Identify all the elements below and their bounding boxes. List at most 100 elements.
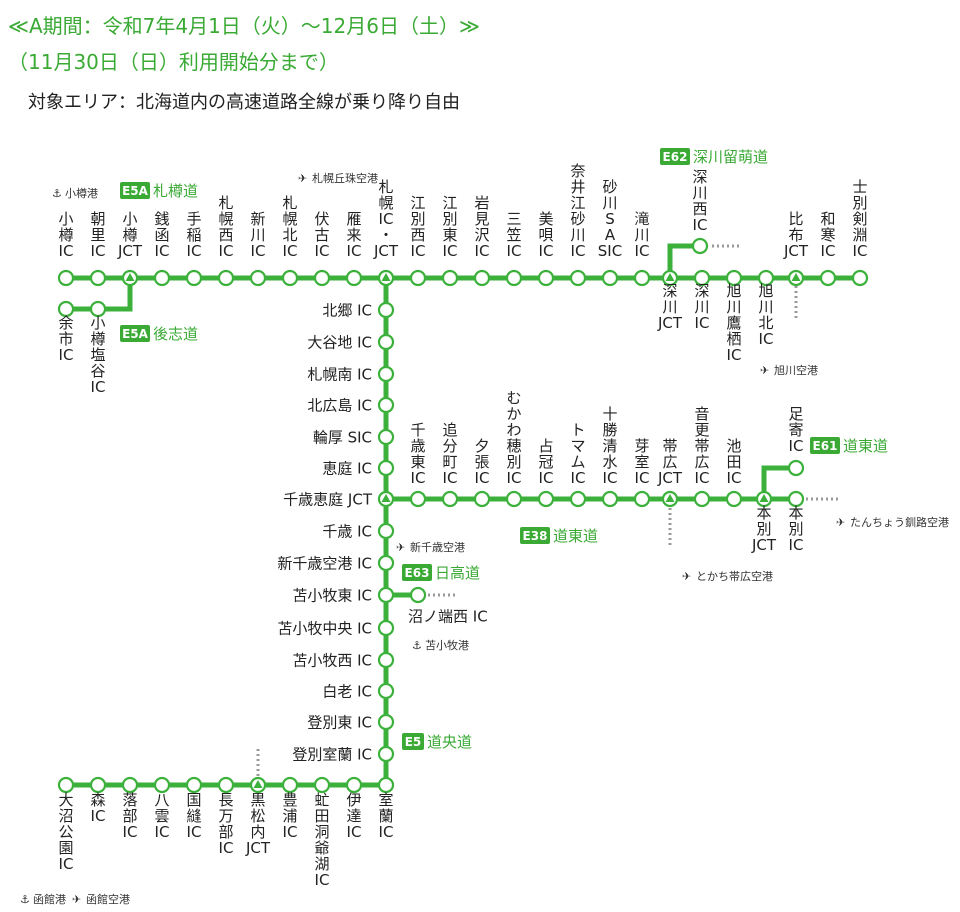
station-label: 白老 IC <box>322 683 372 701</box>
station-label-text: マ <box>570 437 585 455</box>
station-label-text: 園 <box>58 839 73 857</box>
station-label-text: 岩 <box>474 194 489 212</box>
station-label-text: 奈 <box>570 162 585 180</box>
interchange-marker <box>569 490 587 508</box>
station-label-text: IC <box>475 469 490 487</box>
station-label-text: 唄 <box>538 226 553 244</box>
station-label: 千歳恵庭 JCT <box>283 491 373 509</box>
interchange-marker <box>377 396 395 414</box>
station-label-text: JCT <box>751 536 777 554</box>
station-label-text: IC <box>727 346 742 364</box>
station-label-text: 爺 <box>314 839 329 857</box>
route-name: 深川留萌道 <box>693 148 768 166</box>
interchange-marker <box>505 269 523 287</box>
station-label-text: IC <box>251 242 266 260</box>
interchange-marker <box>377 651 395 669</box>
port-name: 函館港 <box>33 892 66 906</box>
period-title: ≪A期間：令和7年4月1日（火）～12月6日（土）≫ <box>8 14 480 38</box>
station-label-text: 川 <box>758 298 773 316</box>
plane-icon: ✈ <box>760 364 769 377</box>
station-label-text: IC <box>59 346 74 364</box>
station-label: 新千歳空港 IC <box>277 555 372 573</box>
station-label-text: 部 <box>122 807 137 825</box>
interchange-marker <box>313 776 331 794</box>
station-label-text: 森 <box>90 791 105 809</box>
station-label-text: 川 <box>602 194 617 212</box>
station-label-text: 寒 <box>820 226 835 244</box>
station-label-text: 塩 <box>90 346 105 364</box>
interchange-marker <box>725 269 743 287</box>
station-label-text: 松 <box>250 807 265 825</box>
station-label-text: ム <box>570 453 585 471</box>
station-label-text: 夕 <box>474 437 489 455</box>
station-label-text: IC <box>727 469 742 487</box>
station-label-text: 剣 <box>852 210 867 228</box>
station-label-text: 江 <box>442 194 457 212</box>
interchange-marker <box>633 269 651 287</box>
station-label-text: 浦 <box>282 807 297 825</box>
station-label-text: JCT <box>373 242 399 260</box>
station-label-text: 千 <box>410 421 425 439</box>
station-label-text: わ <box>506 421 521 439</box>
station-label-text: 広 <box>662 453 677 471</box>
station-label-text: 追 <box>442 421 457 439</box>
station-label-text: 市 <box>58 330 73 348</box>
port: ⚓小樽港 <box>52 186 98 200</box>
station-label-text: 札 <box>378 178 393 196</box>
interchange-marker <box>89 300 107 318</box>
anchor-icon: ⚓ <box>412 639 422 652</box>
station-label-text: 三 <box>506 210 521 228</box>
interchange-marker <box>537 269 555 287</box>
junction-icon <box>253 780 263 788</box>
station-label-text: 布 <box>788 226 803 244</box>
route-code: E5A <box>122 184 149 198</box>
route-code-box <box>810 437 840 454</box>
station-label-text: 帯 <box>694 437 709 455</box>
anchor-icon: ⚓ <box>20 893 30 906</box>
airport: ✈たんちょう釧路空港 <box>836 515 949 529</box>
station-label-text: 足 <box>788 405 803 423</box>
doto-ashoro-line <box>761 465 799 502</box>
station-label-text: A <box>605 226 616 244</box>
junction-icon <box>125 273 135 281</box>
station-label-text: IC <box>315 871 330 889</box>
station-label-text: 幌 <box>282 210 297 228</box>
interchange-marker <box>57 269 75 287</box>
target-area: 対象エリア：北海道内の高速道路全線が乗り降り自由 <box>28 92 460 113</box>
station-label-text: IC <box>219 242 234 260</box>
station-label-text: 更 <box>694 421 709 439</box>
interchange-marker <box>409 490 427 508</box>
station-label-text: 江 <box>410 194 425 212</box>
plane-icon: ✈ <box>72 893 81 906</box>
station-label-text: IC <box>155 823 170 841</box>
plane-icon: ✈ <box>836 516 845 529</box>
station-label-text: 和 <box>820 210 835 228</box>
junction-icon <box>381 494 391 502</box>
station-label-text: 室 <box>634 453 649 471</box>
interchange-marker <box>377 428 395 446</box>
station-label: 森IC <box>90 791 105 825</box>
station-label-text: 別 <box>506 453 521 471</box>
station-label-text: JCT <box>657 314 683 332</box>
station-label-text: 西 <box>410 226 425 244</box>
station-label-text: ト <box>570 421 585 439</box>
station-label-text: IC <box>635 469 650 487</box>
interchange-marker <box>153 269 171 287</box>
station-label-text: IC <box>693 216 708 234</box>
station-label-text: 虻 <box>314 791 329 809</box>
interchange-marker <box>691 237 709 255</box>
junction-icon <box>381 273 391 281</box>
airport: ✈函館空港 <box>72 892 130 906</box>
